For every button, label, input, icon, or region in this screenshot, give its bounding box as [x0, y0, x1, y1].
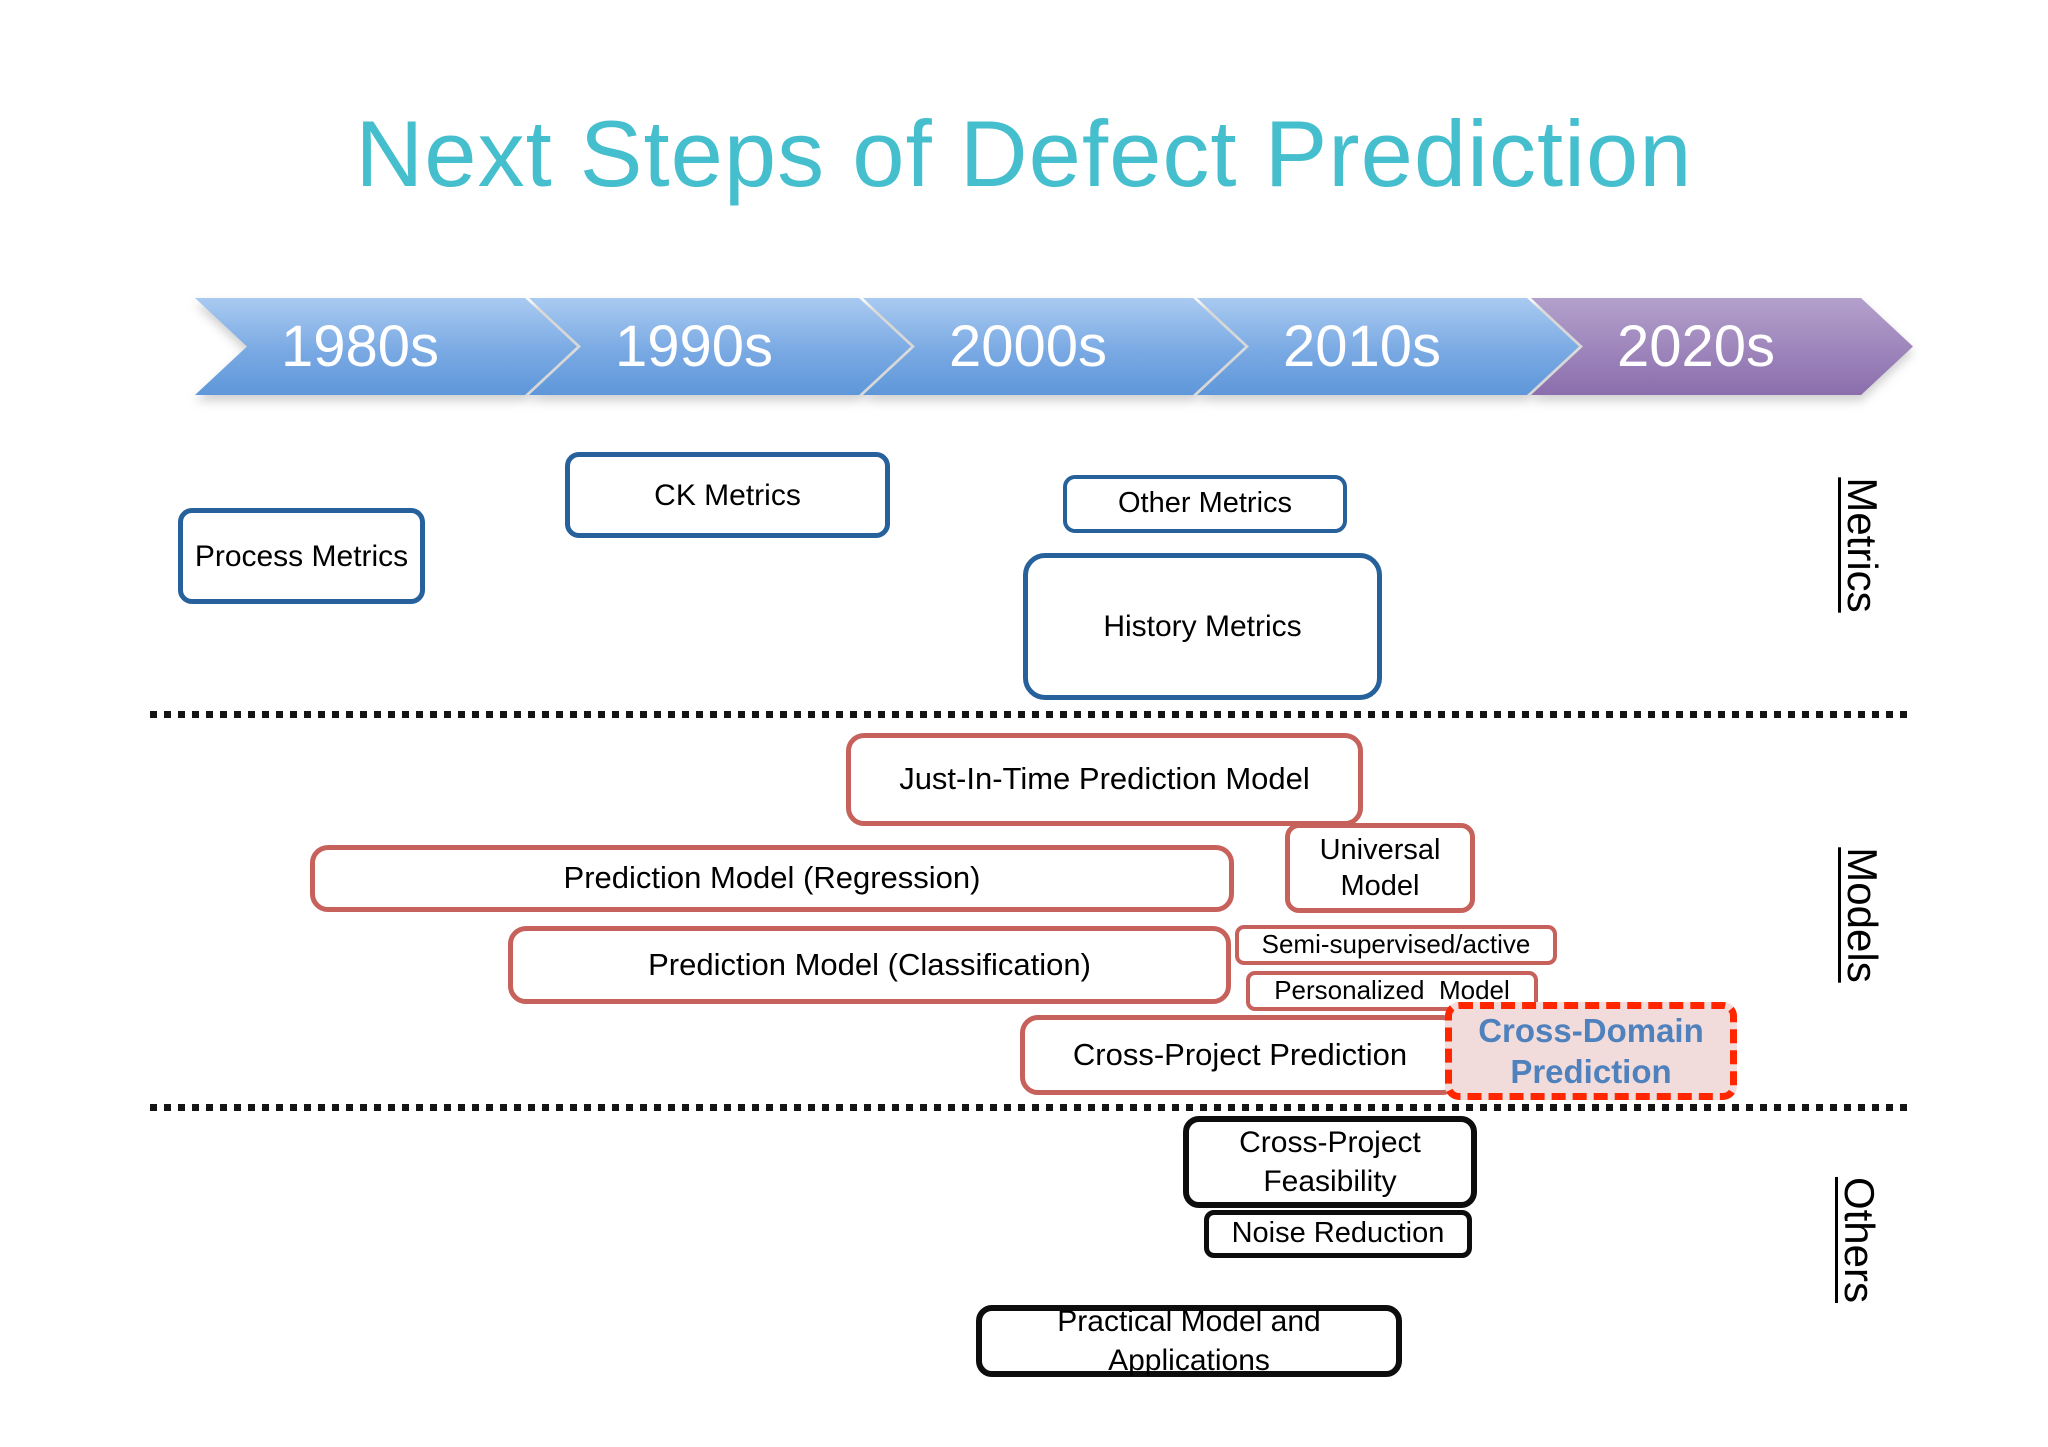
page-title: Next Steps of Defect Prediction	[355, 101, 1693, 206]
box-cross-project-feasibility: Cross-Project Feasibility	[1183, 1116, 1477, 1208]
decade-label-2020s: 2020s	[1617, 314, 1775, 379]
decade-label-1990s: 1990s	[615, 314, 773, 379]
section-label-others: Others	[1836, 1176, 1883, 1304]
chevron-1980s	[195, 298, 577, 395]
box-semi-supervised-active: Semi-supervised/active	[1235, 925, 1557, 965]
chevron-2020s	[1531, 298, 1913, 395]
section-label-metrics: Metrics	[1839, 477, 1886, 613]
chevron-2000s	[863, 298, 1245, 395]
box-cross-domain-prediction-highlight: Cross-Domain Prediction	[1445, 1002, 1737, 1100]
box-cross-project-prediction: Cross-Project Prediction	[1020, 1015, 1460, 1095]
chevron-1990s	[529, 298, 911, 395]
box-noise-reduction: Noise Reduction	[1204, 1210, 1472, 1258]
decade-label-1980s: 1980s	[281, 314, 439, 379]
box-process-metrics: Process Metrics	[178, 508, 425, 604]
box-practical-model-and-applications: Practical Model and Applications	[976, 1305, 1402, 1377]
section-divider-models-others	[150, 1104, 1910, 1111]
decade-timeline: 1980s 1990s 2000s 2010s 2020s	[195, 298, 1913, 395]
box-history-metrics: History Metrics	[1023, 553, 1382, 700]
box-ck-metrics: CK Metrics	[565, 452, 890, 538]
section-label-models: Models	[1839, 847, 1886, 983]
decade-label-2010s: 2010s	[1283, 314, 1441, 379]
box-just-in-time-prediction-model: Just-In-Time Prediction Model	[846, 733, 1363, 826]
box-prediction-model-regression: Prediction Model (Regression)	[310, 845, 1234, 912]
box-universal-model: Universal Model	[1285, 823, 1475, 913]
box-prediction-model-classification: Prediction Model (Classification)	[508, 926, 1231, 1004]
decade-label-2000s: 2000s	[949, 314, 1107, 379]
chevron-2010s	[1197, 298, 1579, 395]
section-divider-metrics-models	[150, 711, 1910, 718]
box-other-metrics: Other Metrics	[1063, 475, 1347, 533]
